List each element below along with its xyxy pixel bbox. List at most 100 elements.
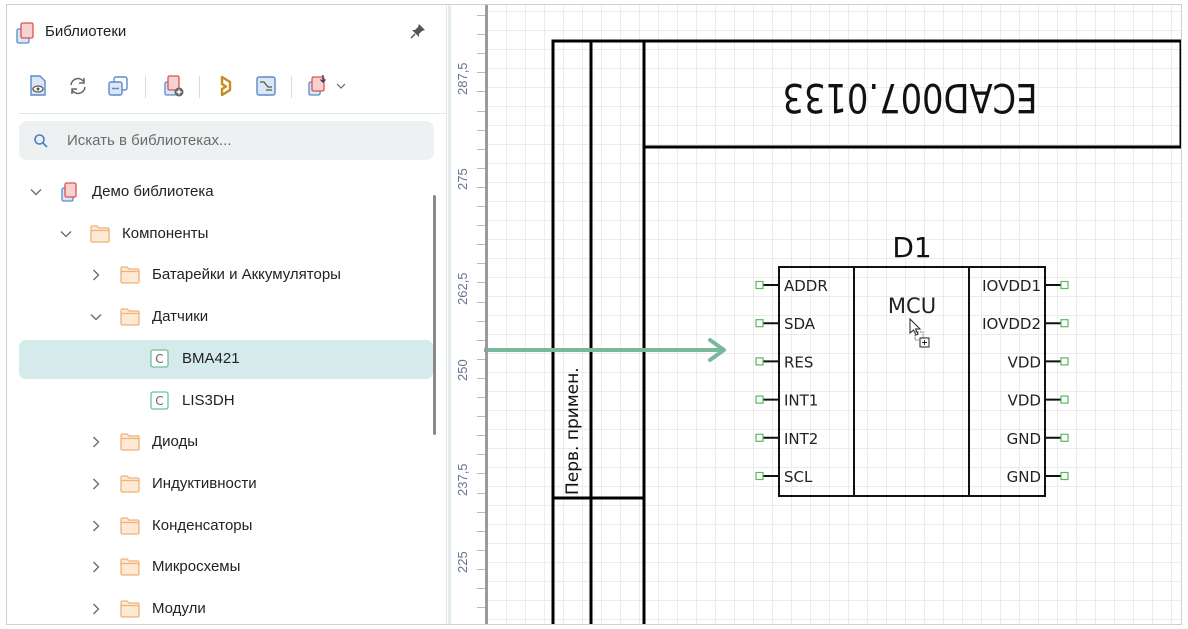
ruler-tick	[477, 321, 485, 322]
chevron-right-icon[interactable]	[89, 477, 103, 491]
chevron-right-icon[interactable]	[89, 268, 103, 282]
pin-label: VDD	[1008, 392, 1041, 410]
add-library-button[interactable]	[161, 73, 187, 99]
pin-left[interactable]: RES	[755, 353, 813, 371]
chevron-down-icon	[336, 83, 346, 89]
folder-icon	[120, 433, 140, 451]
tree-item[interactable]: Диоды	[19, 423, 433, 462]
pin-right[interactable]: GND	[1007, 430, 1069, 448]
pin-connector[interactable]	[1060, 319, 1069, 328]
ruler-tick	[477, 111, 485, 112]
pin-right[interactable]: IOVDD1	[982, 277, 1069, 295]
ruler-tick	[477, 416, 485, 417]
pin-label: GND	[1007, 468, 1041, 486]
pin-label: INT1	[784, 392, 818, 410]
chevron-right-icon[interactable]	[89, 560, 103, 574]
toolbar-divider	[19, 113, 446, 114]
sheet-frame	[551, 39, 1181, 624]
pin-connector[interactable]	[1060, 395, 1069, 404]
pin-left[interactable]: INT1	[755, 392, 818, 410]
schematic-button[interactable]	[253, 73, 279, 99]
pin-connector[interactable]	[755, 433, 764, 442]
tree-item[interactable]: Конденсаторы	[19, 507, 433, 546]
ruler-tick	[477, 91, 485, 92]
side-label: Перв. примен.	[563, 367, 583, 495]
pin-label: INT2	[784, 430, 818, 448]
library-books-icon	[61, 182, 77, 202]
pin-connector[interactable]	[755, 471, 764, 481]
component-refdes: D1	[892, 231, 931, 264]
more-dropdown-button[interactable]	[333, 73, 349, 99]
component-d1[interactable]: D1 MCU ADDRSDARESINT1INT2SCLIOVDD1IOVDD2…	[755, 231, 1069, 497]
ruler-tick	[477, 263, 485, 264]
pin-connector[interactable]	[1060, 471, 1069, 481]
ruler-label: 262,5	[455, 272, 470, 305]
chevron-right-icon[interactable]	[89, 602, 103, 616]
pin-connector[interactable]	[1060, 433, 1069, 442]
chevron-down-icon[interactable]	[59, 227, 73, 241]
pin-connector[interactable]	[1060, 357, 1069, 366]
ruler-tick	[477, 34, 485, 35]
document-eye-icon	[30, 75, 46, 96]
tree-item-label: Диоды	[152, 433, 199, 451]
tree-scrollbar[interactable]	[433, 195, 436, 435]
refresh-button[interactable]	[65, 73, 91, 99]
ruler-tick	[477, 359, 485, 360]
drag-copy-cursor-icon	[909, 317, 930, 348]
pin-left[interactable]: SCL	[755, 468, 813, 486]
tree-item-label: Компоненты	[122, 224, 209, 242]
pin-connector[interactable]	[755, 357, 764, 366]
ruler-tick	[477, 435, 485, 436]
tree-item[interactable]: Микросхемы	[19, 548, 433, 587]
pin-connector[interactable]	[755, 395, 764, 404]
pin-right[interactable]: GND	[1007, 468, 1069, 486]
tree-item-label: Конденсаторы	[152, 516, 253, 534]
pin-connector[interactable]	[755, 319, 764, 328]
pin-label: GND	[1007, 430, 1041, 448]
pin-right[interactable]: IOVDD2	[982, 315, 1069, 333]
tree-item[interactable]: Батарейки и Аккумуляторы	[19, 256, 433, 295]
pin-label: SDA	[784, 315, 816, 333]
chevron-right-icon[interactable]	[89, 519, 103, 533]
ruler-tick	[477, 397, 485, 398]
tree-item-label: Батарейки и Аккумуляторы	[152, 266, 341, 284]
pin-icon[interactable]	[409, 22, 427, 40]
ruler-label: 225	[455, 551, 470, 573]
component-body	[778, 266, 1046, 497]
tree-item[interactable]: Датчики	[19, 298, 433, 337]
pin-left[interactable]: SDA	[755, 315, 816, 333]
tree-item[interactable]: Демо библиотека	[19, 173, 433, 212]
ruler-label: 275	[455, 168, 470, 190]
preview-button[interactable]	[25, 73, 51, 99]
panel-title: Библиотеки	[45, 23, 127, 40]
ruler-label: 250	[455, 359, 470, 381]
pin-left[interactable]: ADDR	[755, 277, 828, 295]
tree-item[interactable]: Индуктивности	[19, 465, 433, 504]
search-input[interactable]	[67, 121, 417, 160]
component-badge-icon: C	[150, 349, 169, 368]
ruler-tick	[477, 588, 485, 589]
ruler-tick	[477, 130, 485, 131]
drag-arrow-head	[708, 338, 726, 362]
chevron-down-icon[interactable]	[89, 310, 103, 324]
import-library-button[interactable]	[305, 73, 331, 99]
pin-right[interactable]: VDD	[1008, 392, 1069, 410]
collapse-icon	[108, 76, 128, 96]
ruler-tick	[477, 493, 485, 494]
pin-right[interactable]: VDD	[1008, 353, 1069, 371]
ruler-tick	[477, 72, 485, 73]
ecad-button[interactable]	[213, 73, 239, 99]
pin-connector[interactable]	[1060, 280, 1069, 290]
pin-connector[interactable]	[755, 280, 764, 290]
tree-item[interactable]: Компоненты	[19, 215, 433, 254]
tree-item[interactable]: Модули	[19, 590, 433, 624]
pin-left[interactable]: INT2	[755, 430, 818, 448]
collapse-all-button[interactable]	[105, 73, 131, 99]
chevron-right-icon[interactable]	[89, 435, 103, 449]
canvas-grid	[485, 5, 1181, 624]
panel-header: Библиотеки	[7, 5, 447, 59]
chevron-down-icon[interactable]	[29, 185, 43, 199]
